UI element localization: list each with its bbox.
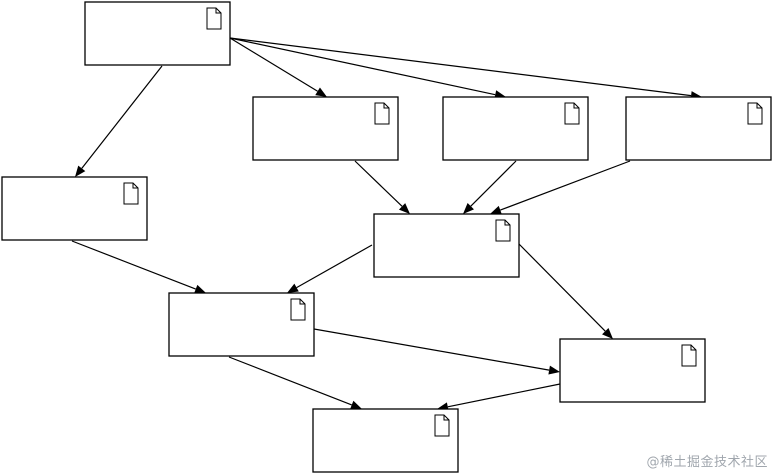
edge-n7-n8 <box>313 328 560 375</box>
edge-n1-n4 <box>229 37 702 101</box>
node-n2[interactable] <box>252 96 399 161</box>
document-icon <box>123 182 139 205</box>
edges-layer <box>71 37 702 412</box>
arrowhead-icon <box>75 165 86 177</box>
arrowhead-icon <box>350 400 362 410</box>
arrowhead-icon <box>602 328 613 339</box>
edge-line <box>313 328 550 371</box>
document-icon <box>374 102 390 125</box>
document-icon <box>206 7 222 30</box>
edge-n1-n2 <box>229 37 327 97</box>
node-n4[interactable] <box>625 96 772 161</box>
arrowhead-icon <box>287 283 299 293</box>
edge-n1-n5 <box>75 65 163 177</box>
arrowhead-icon <box>398 203 410 214</box>
node-n7[interactable] <box>168 292 315 357</box>
edge-n1-n3 <box>229 37 506 100</box>
arrowhead-icon <box>194 284 206 294</box>
node-box[interactable] <box>1 176 148 241</box>
edge-line <box>500 160 631 211</box>
edge-line <box>470 160 517 207</box>
node-n6[interactable] <box>373 213 520 278</box>
node-box[interactable] <box>84 1 231 66</box>
node-box[interactable] <box>312 408 459 473</box>
document-icon <box>495 219 511 242</box>
edge-n2-n6 <box>354 160 410 214</box>
arrowhead-icon <box>463 203 474 214</box>
node-box[interactable] <box>625 96 772 161</box>
node-box[interactable] <box>168 292 315 357</box>
node-n8[interactable] <box>559 338 706 403</box>
edge-line <box>229 37 318 92</box>
edge-n6-n7 <box>287 244 373 293</box>
edge-line <box>229 37 692 97</box>
edge-n4-n6 <box>490 160 631 215</box>
arrowhead-icon <box>315 87 327 97</box>
node-box[interactable] <box>559 338 706 403</box>
arrowhead-icon <box>548 365 560 375</box>
edge-line <box>447 383 561 408</box>
document-icon <box>681 344 697 367</box>
edge-line <box>296 244 373 289</box>
watermark-text: @稀土掘金技术社区 <box>646 455 768 470</box>
node-n3[interactable] <box>442 96 589 161</box>
arrowhead-icon <box>490 205 502 215</box>
node-box[interactable] <box>373 213 520 278</box>
edge-line <box>229 37 496 96</box>
edge-n8-n9 <box>437 383 561 412</box>
edge-line <box>81 65 163 169</box>
node-box[interactable] <box>252 96 399 161</box>
document-icon <box>434 414 450 437</box>
node-n5[interactable] <box>1 176 148 241</box>
edge-n5-n7 <box>71 240 206 294</box>
document-icon <box>747 102 763 125</box>
document-icon <box>290 298 306 321</box>
edge-line <box>71 240 196 290</box>
document-icon <box>564 102 580 125</box>
edge-n7-n9 <box>228 356 362 410</box>
edge-line <box>354 160 403 207</box>
edge-n3-n6 <box>463 160 517 214</box>
edge-line <box>517 242 606 332</box>
node-box[interactable] <box>442 96 589 161</box>
edge-n6-n8 <box>517 242 613 339</box>
node-n9[interactable] <box>312 408 459 473</box>
edge-line <box>228 356 352 406</box>
node-n1[interactable] <box>84 1 231 66</box>
